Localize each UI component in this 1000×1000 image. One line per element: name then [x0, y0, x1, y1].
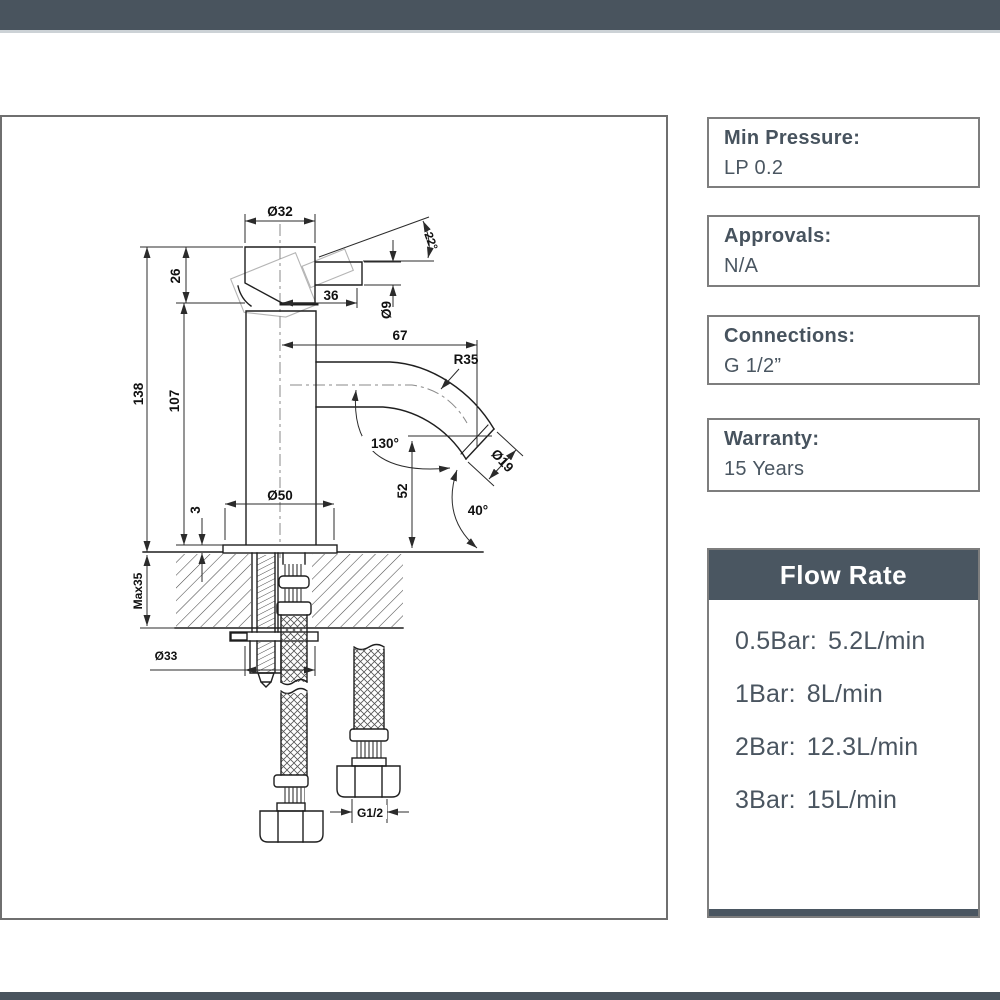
flexi-hose-right	[336, 643, 401, 798]
flow-rate-footer-strip	[709, 909, 978, 916]
flow-rate-rows: 0.5Bar: 5.2L/min 1Bar: 8L/min 2Bar: 12.3…	[709, 600, 978, 815]
dim-label-g12: G1/2	[357, 806, 383, 820]
flow-pressure: 0.5Bar:	[735, 627, 818, 655]
dim-label-3: 3	[188, 506, 203, 514]
label-backgrounds	[257, 289, 493, 819]
faucet-technical-drawing: Ø32 22° 26 36 Ø9 67 R35 138 107 130° Ø19…	[0, 115, 668, 920]
flow-rate-row: 3Bar: 15L/min	[735, 786, 978, 815]
flow-rate-row: 1Bar: 8L/min	[735, 680, 978, 709]
dim-label-dia50: Ø50	[267, 488, 293, 503]
mounting-washer	[229, 631, 319, 642]
approvals-label: Approvals:	[724, 225, 832, 247]
flow-pressure: 1Bar:	[735, 680, 796, 708]
flow-rate-row: 2Bar: 12.3L/min	[735, 733, 978, 762]
dim-label-max35: Max35	[131, 572, 145, 609]
flow-value: 15L/min	[806, 786, 898, 814]
spout-tip-cut	[465, 428, 495, 460]
flow-pressure: 3Bar:	[735, 786, 796, 814]
dim-label-67: 67	[392, 328, 407, 343]
hose-nut-right	[336, 765, 401, 798]
min-pressure-value: LP 0.2	[724, 157, 784, 179]
dim-label-dia9: Ø9	[379, 301, 394, 319]
dim-label-107: 107	[167, 390, 182, 413]
dim-label-angle130: 130°	[371, 436, 399, 451]
flow-rate-title: Flow Rate	[709, 550, 978, 600]
countertop-section	[142, 551, 484, 629]
hose-nut-center	[259, 810, 324, 843]
warranty-label: Warranty:	[724, 428, 820, 450]
chamfer-sweep-arc	[237, 285, 252, 307]
spec-box-approvals: Approvals: N/A	[707, 215, 980, 287]
dim-label-angle40: 40°	[468, 503, 488, 518]
dimension-lines	[140, 214, 524, 823]
handle-lever	[315, 261, 363, 286]
top-bar	[0, 0, 1000, 30]
connections-label: Connections:	[724, 325, 856, 347]
flow-value: 8L/min	[806, 680, 884, 708]
flow-value: 5.2L/min	[828, 627, 926, 655]
dim-label-52: 52	[395, 483, 410, 498]
base-plate	[222, 544, 338, 554]
min-pressure-label: Min Pressure:	[724, 127, 861, 149]
dim-label-angle22: 22°	[421, 230, 440, 252]
dim-label-r35: R35	[454, 352, 479, 367]
dim-label-36: 36	[323, 288, 339, 303]
bottom-bar	[0, 992, 1000, 1000]
dim-label-26: 26	[168, 268, 183, 284]
flow-rate-row: 0.5Bar: 5.2L/min	[735, 627, 978, 656]
spec-box-min-pressure: Min Pressure: LP 0.2	[707, 117, 980, 188]
top-bar-edge	[0, 30, 1000, 33]
flow-value: 12.3L/min	[806, 733, 919, 761]
connections-value: G 1/2”	[724, 355, 782, 377]
warranty-value: 15 Years	[724, 458, 805, 480]
spec-box-connections: Connections: G 1/2”	[707, 315, 980, 385]
flexi-hose-center	[259, 552, 324, 843]
flow-rate-box: Flow Rate 0.5Bar: 5.2L/min 1Bar: 8L/min …	[707, 548, 980, 918]
spec-box-warranty: Warranty: 15 Years	[707, 418, 980, 492]
mounting-shank	[229, 552, 319, 688]
mounting-nut	[249, 640, 282, 674]
flow-pressure: 2Bar:	[735, 733, 796, 761]
technical-drawing-panel: Ø32 22° 26 36 Ø9 67 R35 138 107 130° Ø19…	[0, 115, 668, 920]
approvals-value: N/A	[724, 255, 759, 277]
dim-label-dia33: Ø33	[155, 649, 178, 663]
dim-label-dia32: Ø32	[267, 204, 293, 219]
dim-label-138: 138	[131, 382, 146, 405]
